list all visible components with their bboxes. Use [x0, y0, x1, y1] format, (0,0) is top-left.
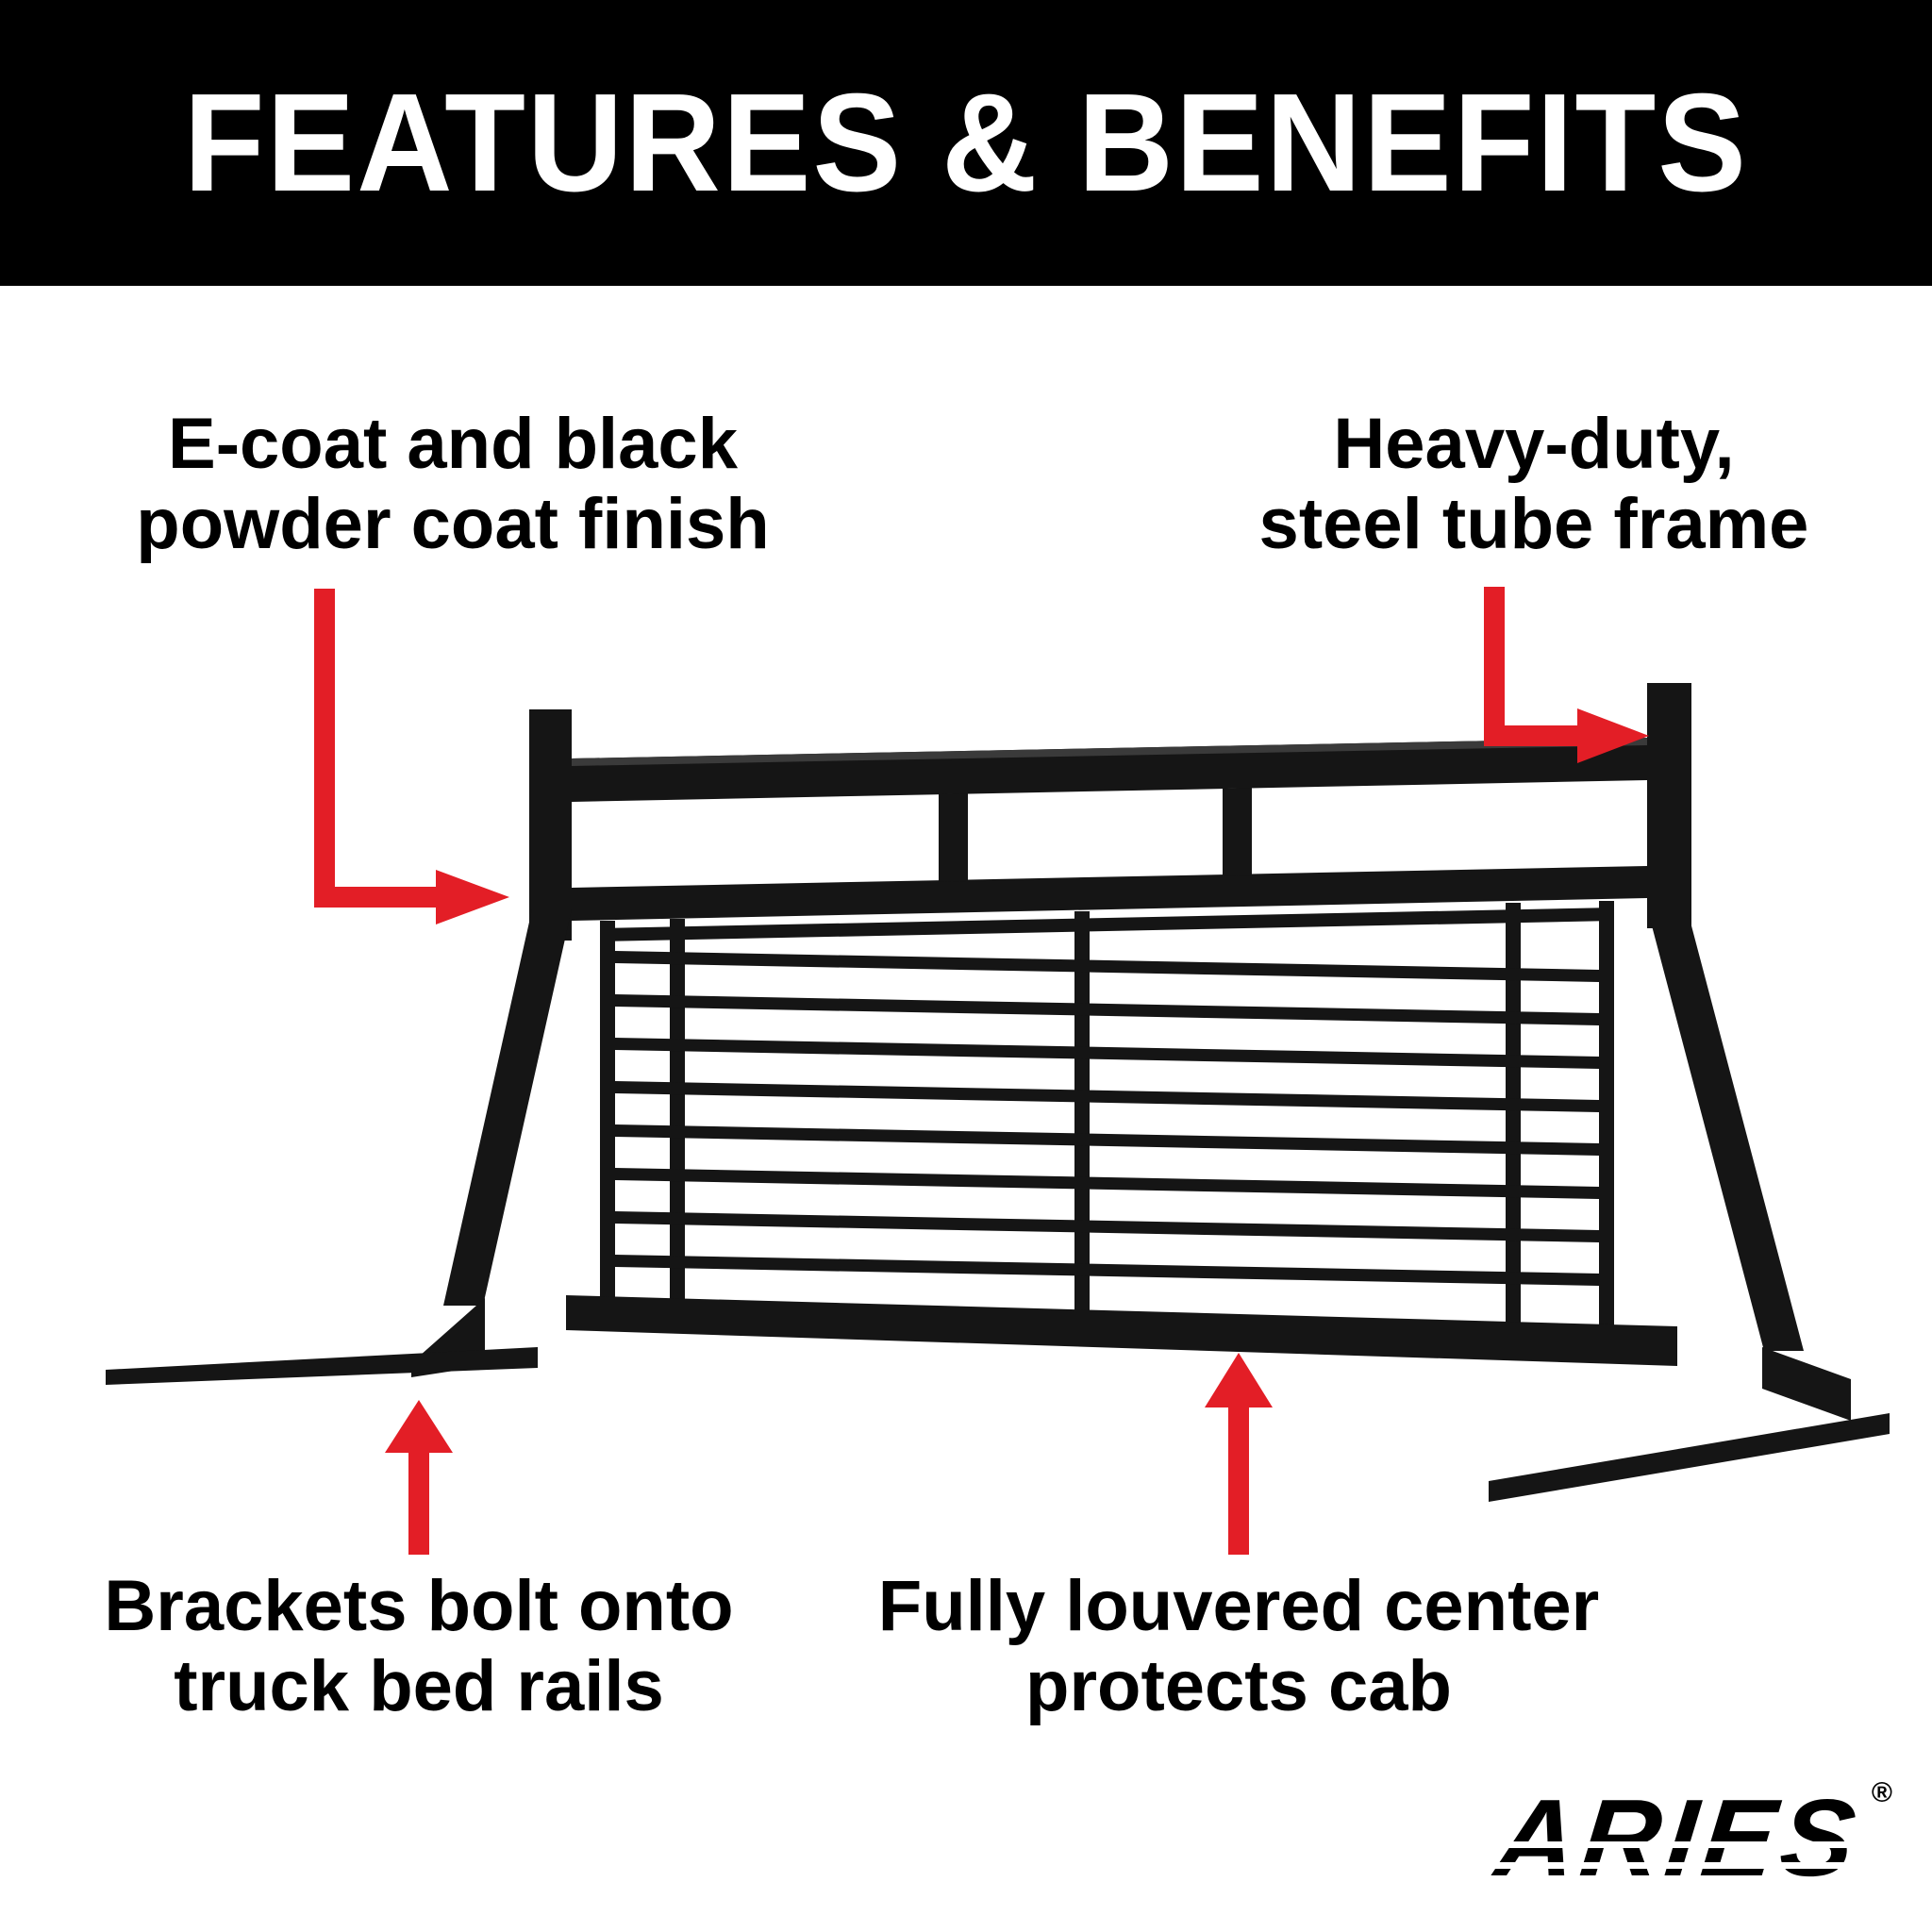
page-title: FEATURES & BENEFITS	[183, 64, 1749, 221]
louver-stile	[670, 919, 685, 1309]
callout-ecoat-line2: powder coat finish	[136, 484, 770, 565]
right-post	[1647, 683, 1691, 928]
louvered-arrow-icon	[1205, 1353, 1273, 1555]
louver-slat	[615, 1255, 1599, 1286]
louver-stile	[1506, 903, 1521, 1330]
callout-louvered-line1: Fully louvered center	[877, 1566, 1600, 1646]
louver-slat	[615, 1168, 1599, 1199]
callout-steel-line1: Heavy-duty,	[1333, 404, 1735, 484]
brand-logo-inner: ARIES ®	[1486, 1776, 1892, 1899]
right-bed-rail-flange	[1489, 1413, 1890, 1502]
window-divider	[939, 793, 968, 882]
logo-stripe	[1486, 1862, 1872, 1869]
callout-brackets-line2: truck bed rails	[174, 1646, 664, 1727]
louver-slat	[615, 994, 1599, 1025]
callout-louvered: Fully louvered center protects cab	[814, 1566, 1663, 1726]
right-leg	[1649, 915, 1804, 1351]
bottom-rail	[566, 1295, 1677, 1366]
brackets-arrow-icon	[385, 1400, 453, 1555]
callout-brackets: Brackets bolt onto truck bed rails	[42, 1566, 796, 1726]
louver-stile	[1599, 901, 1614, 1333]
left-leg	[443, 909, 572, 1306]
window-divider	[1223, 788, 1252, 876]
logo-stripe	[1486, 1841, 1872, 1848]
mid-rail	[572, 866, 1647, 921]
ecoat-arrow-icon	[314, 589, 509, 924]
registered-trademark-icon: ®	[1871, 1777, 1892, 1808]
louver-slat	[615, 1038, 1599, 1069]
callout-brackets-line1: Brackets bolt onto	[104, 1566, 734, 1646]
louver-stile	[600, 921, 615, 1307]
left-post	[529, 709, 572, 941]
louver-stile	[1074, 911, 1090, 1319]
left-bed-rail-flange	[106, 1347, 538, 1385]
steel-frame-arrow-icon	[1484, 587, 1649, 763]
callout-ecoat-line1: E-coat and black	[168, 404, 738, 484]
header-banner: FEATURES & BENEFITS	[0, 0, 1932, 286]
callout-steel-frame: Heavy-duty, steel tube frame	[1157, 404, 1911, 564]
louver-slat	[615, 951, 1599, 982]
right-mounting-bracket	[1762, 1347, 1851, 1421]
brand-logo-text: ARIES	[1491, 1776, 1867, 1899]
headache-rack-illustration	[106, 683, 1890, 1502]
brand-logo: ARIES ®	[1426, 1776, 1892, 1915]
callout-ecoat: E-coat and black powder coat finish	[85, 404, 821, 564]
louver-slat	[615, 1081, 1599, 1112]
louver-top-bar	[600, 908, 1614, 941]
top-rail-highlight	[572, 738, 1647, 766]
louver-slat	[615, 1124, 1599, 1156]
callout-steel-line2: steel tube frame	[1258, 484, 1809, 565]
louver-slat	[615, 1211, 1599, 1242]
callout-louvered-line2: protects cab	[1025, 1646, 1452, 1727]
